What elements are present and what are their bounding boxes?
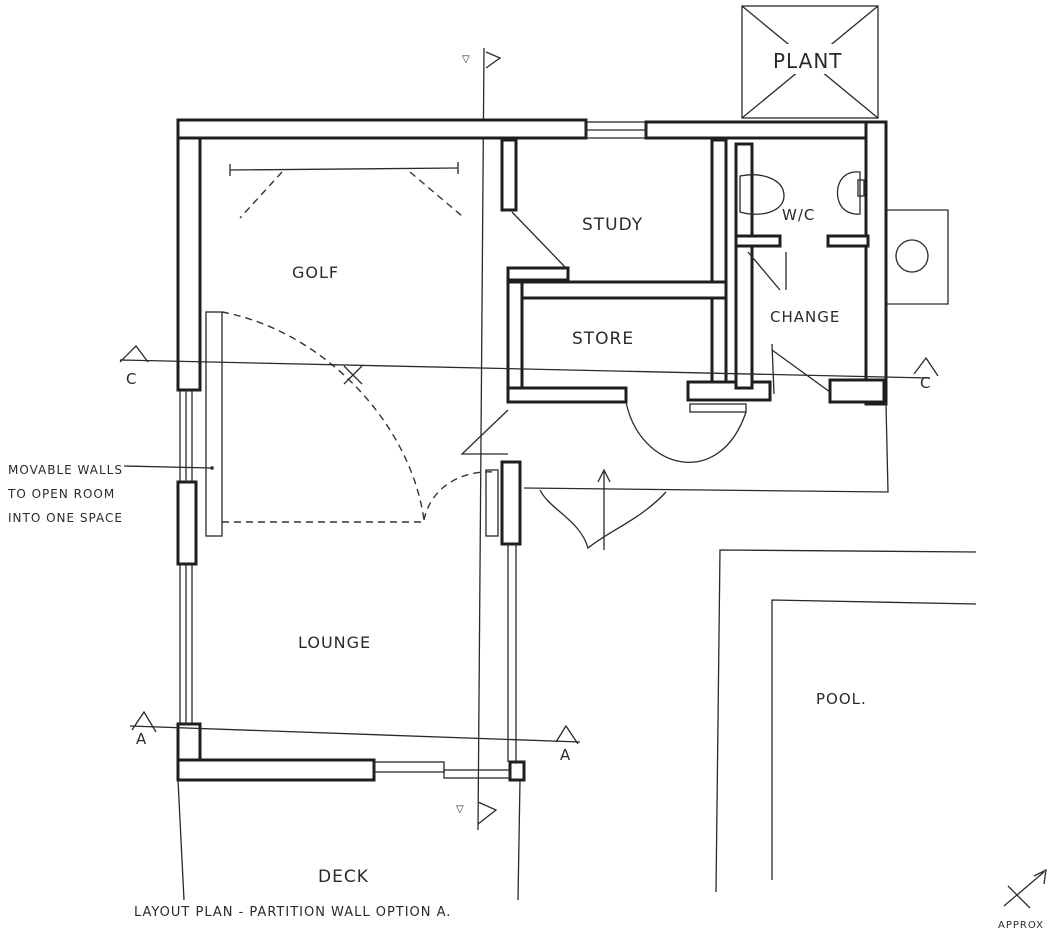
- label-section-c-right: C: [920, 374, 931, 392]
- note-movable-line2: TO OPEN ROOM: [7, 487, 115, 501]
- external-fixture: [886, 209, 949, 305]
- north-arrow: [1003, 868, 1047, 909]
- note-movable-line3: INTO ONE SPACE: [8, 511, 123, 525]
- grid-axis-line: ▽ ▽: [456, 47, 502, 831]
- label-pool: POOL.: [816, 690, 867, 708]
- plan-title: LAYOUT PLAN - PARTITION WALL OPTION A.: [134, 905, 451, 920]
- label-deck: DECK: [318, 867, 369, 887]
- terrace-outline: [523, 403, 889, 550]
- label-change: CHANGE: [770, 308, 840, 326]
- label-study: STUDY: [582, 215, 643, 235]
- movable-partition: [205, 311, 499, 537]
- wc-fixtures: [739, 171, 865, 215]
- top-window: [585, 121, 647, 139]
- door-swings: [460, 211, 831, 463]
- section-line-a: [129, 710, 581, 745]
- exterior-walls: [176, 118, 888, 782]
- section-line-c: [119, 345, 939, 379]
- internal-walls: [500, 138, 886, 404]
- label-lounge: LOUNGE: [298, 633, 371, 652]
- bottom-glazing: [373, 761, 511, 779]
- deck-lines: [177, 779, 521, 901]
- label-golf: GOLF: [292, 263, 339, 282]
- label-section-c-left: C: [126, 370, 137, 388]
- svg-text:▽: ▽: [456, 804, 465, 815]
- label-section-a-right: A: [560, 746, 571, 764]
- note-movable-line1: MOVABLE WALLS: [8, 463, 123, 477]
- north-label: APPROX: [998, 920, 1044, 931]
- golf-screen: [229, 162, 463, 219]
- label-wc: W/C: [782, 206, 815, 224]
- right-lounge-glazing: [507, 544, 517, 762]
- plant-box: [741, 5, 879, 119]
- pool-outline: [715, 549, 977, 893]
- label-store: STORE: [572, 329, 634, 349]
- label-plant: PLANT: [773, 49, 843, 73]
- svg-text:▽: ▽: [462, 54, 471, 65]
- movable-note-leader: [123, 465, 214, 470]
- label-section-a-left: A: [136, 730, 147, 748]
